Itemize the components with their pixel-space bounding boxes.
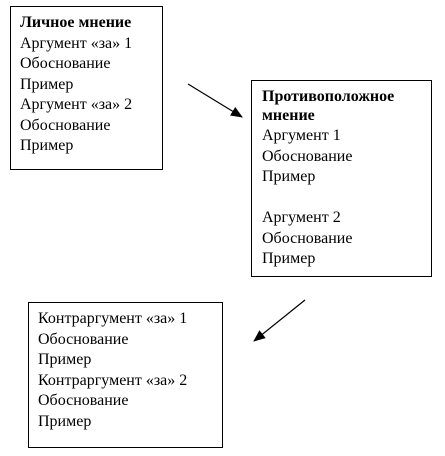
counterargument-2: Контраргумент «за» 2 [38, 371, 188, 389]
arrow-to-counterarguments [253, 299, 306, 342]
opposite-opinion-box: Противоположное мнение Аргумент 1 Обосно… [251, 80, 432, 277]
counterarguments-box: Контраргумент «за» 1 Обоснование Пример … [28, 302, 223, 448]
personal-justification-2: Обоснование [20, 116, 111, 134]
opposite-opinion-title-line2: мнение [262, 107, 315, 124]
counter-justification-2: Обоснование [38, 392, 129, 409]
arrow-to-opposite-opinion [187, 83, 243, 118]
personal-opinion-title: Личное мнение [20, 14, 132, 31]
opposite-opinion-title-line1: Противоположное [262, 88, 395, 105]
counter-justification-1: Обоснование [38, 330, 129, 348]
personal-justification-1: Обоснование [20, 55, 111, 72]
opposite-justification-2: Обоснование [262, 229, 353, 247]
opposite-example-1: Пример [262, 168, 316, 185]
personal-argument-2: Аргумент «за» 2 [20, 96, 133, 113]
counterargument-1: Контраргумент «за» 1 [38, 310, 188, 327]
counter-example-2: Пример [38, 412, 92, 430]
personal-opinion-box: Личное мнение Аргумент «за» 1 Обосновани… [10, 6, 163, 170]
personal-argument-1: Аргумент «за» 1 [20, 34, 133, 52]
counter-example-1: Пример [38, 351, 92, 368]
opposite-argument-2: Аргумент 2 [262, 209, 341, 226]
personal-example-2: Пример [20, 137, 74, 154]
personal-example-1: Пример [20, 75, 74, 93]
opposite-justification-1: Обоснование [262, 147, 353, 165]
opposite-example-2: Пример [262, 250, 316, 267]
opposite-argument-1: Аргумент 1 [262, 127, 341, 144]
